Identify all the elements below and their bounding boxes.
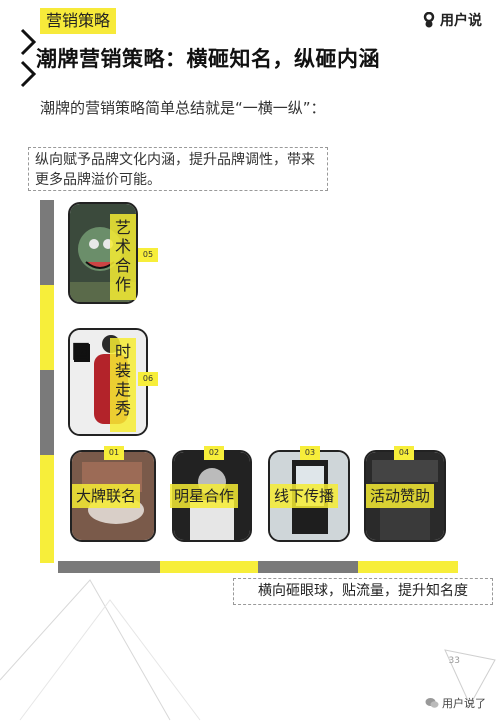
- horizontal-axis-segment: [58, 561, 160, 573]
- horizontal-item-num: 03: [300, 446, 320, 460]
- section-tag: 营销策略: [40, 8, 116, 34]
- page-title: 潮牌营销策略：横砸知名，纵砸内涵: [36, 47, 380, 71]
- watermark-text: 用户说了: [442, 697, 486, 710]
- horizontal-note: 横向砸眼球，贴流量，提升知名度: [233, 578, 493, 605]
- brand-name: 用户说: [440, 13, 482, 29]
- brand: 用户说: [422, 10, 482, 30]
- horizontal-item-num: 01: [104, 446, 124, 460]
- vertical-item-label: 时装走秀: [110, 338, 136, 432]
- vertical-axis-segment: [40, 370, 54, 455]
- subtitle: 潮牌的营销策略简单总结就是“一横一纵”：: [40, 99, 326, 117]
- chevron-decor: [20, 28, 37, 88]
- vertical-item-num: 06: [138, 372, 158, 386]
- horizontal-axis-segment: [258, 561, 358, 573]
- horizontal-axis-segment: [358, 561, 458, 573]
- vertical-item-label: 艺术合作: [110, 214, 136, 300]
- horizontal-item-label: 线下传播: [270, 484, 339, 508]
- guo-glyph: 国: [72, 342, 90, 363]
- brand-logo-icon: [423, 12, 435, 28]
- vertical-axis-segment: [40, 455, 54, 563]
- wechat-icon: [425, 698, 439, 708]
- vertical-note: 纵向赋予品牌文化内涵，提升品牌调性，带来更多品牌溢价可能。: [28, 147, 328, 191]
- horizontal-item-label: 活动赞助: [366, 484, 435, 508]
- vertical-item-num: 05: [138, 248, 158, 262]
- horizontal-axis-segment: [160, 561, 258, 573]
- vertical-axis-segment: [40, 285, 54, 370]
- horizontal-item-num: 04: [394, 446, 414, 460]
- horizontal-item-num: 02: [204, 446, 224, 460]
- horizontal-item-label: 明星合作: [170, 484, 239, 508]
- decor-lines: [0, 579, 496, 721]
- horizontal-item-label: 大牌联名: [72, 484, 141, 508]
- page-number: 33: [448, 656, 460, 666]
- vertical-axis-segment: [40, 200, 54, 285]
- footer-watermark: 用户说了: [425, 695, 486, 711]
